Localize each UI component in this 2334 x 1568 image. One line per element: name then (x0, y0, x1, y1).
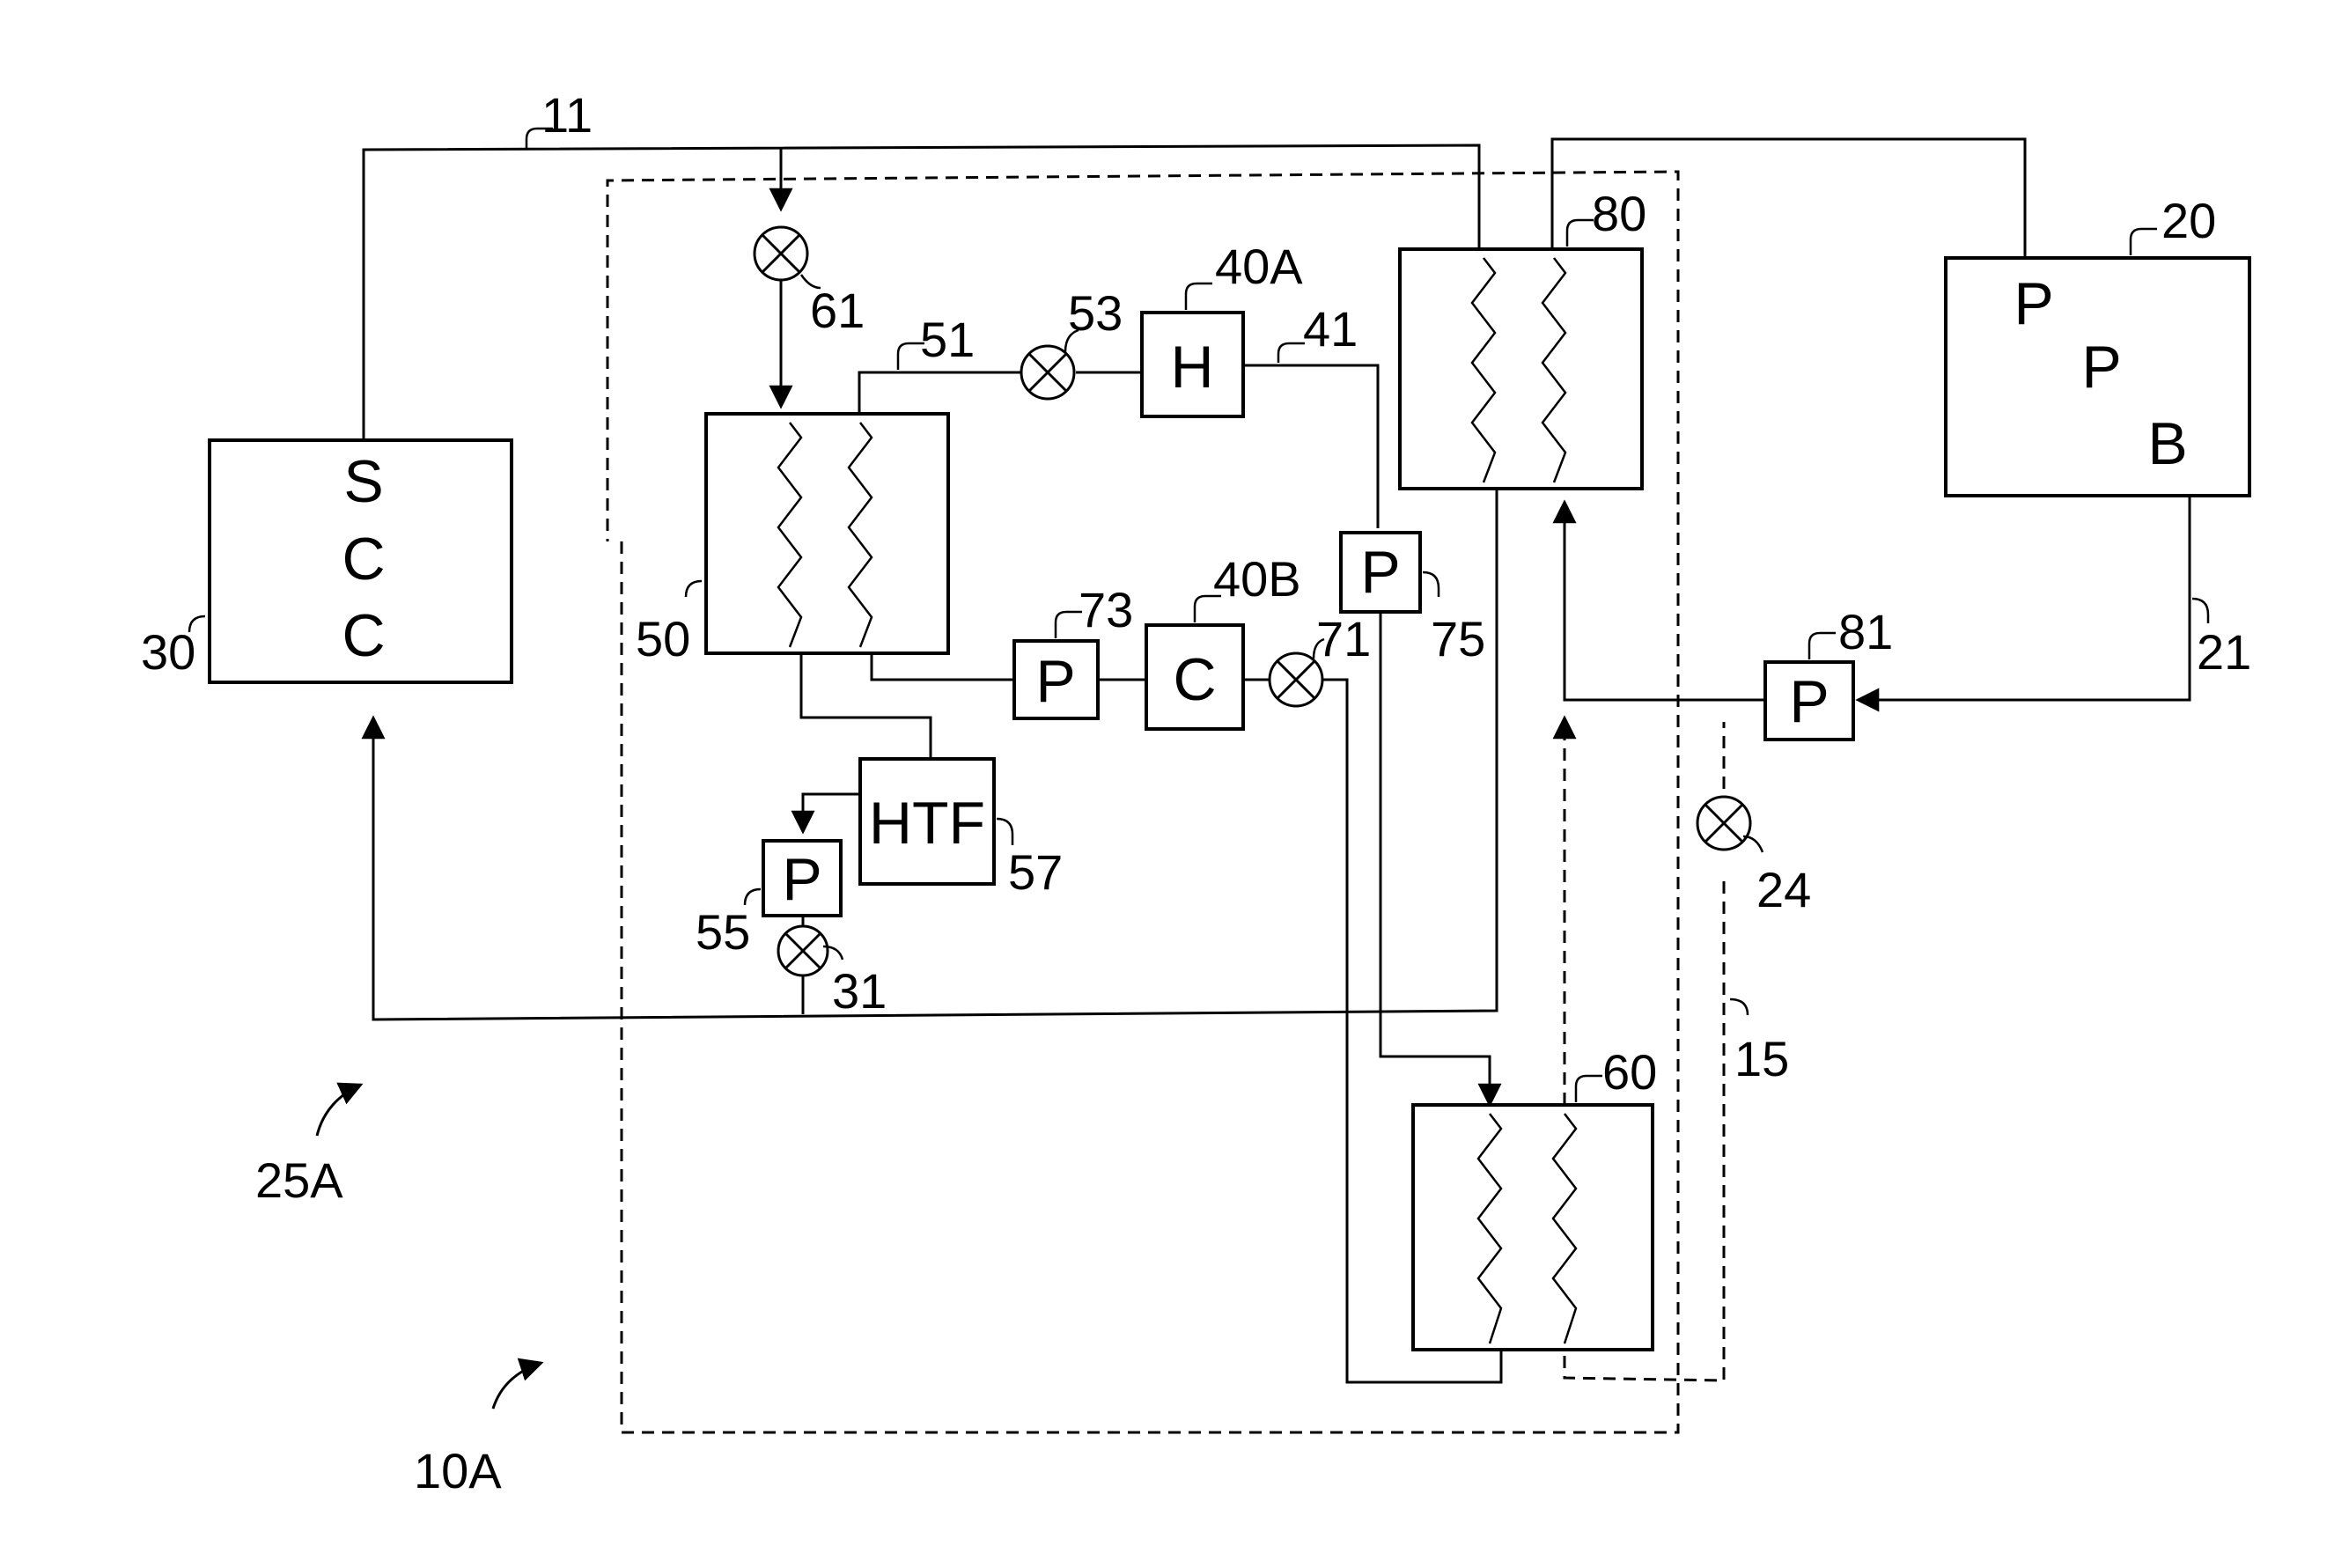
line51-ref-label: 51 (920, 312, 975, 367)
pump-73: P 73 (1014, 582, 1133, 718)
line15-ref-label: 15 (1734, 1031, 1789, 1086)
scc-ref-label: 30 (141, 624, 195, 680)
line41-ref-label: 41 (1303, 301, 1358, 357)
hx80-ref-label: 80 (1592, 186, 1646, 241)
line11-ref-label: 11 (541, 87, 593, 143)
cooler-unit: C 40B (1146, 551, 1301, 729)
htf-letters: HTF (869, 790, 985, 857)
hx60-ref-label: 60 (1602, 1044, 1657, 1100)
pump75-letter: P (1360, 539, 1400, 606)
heater-unit: H 40A (1142, 239, 1303, 416)
scc-letter-1: S (343, 448, 383, 515)
heat-exchanger-80: 80 (1400, 186, 1646, 489)
scc-letter-2: C (342, 526, 385, 593)
valve24-ref-label: 24 (1756, 862, 1811, 917)
pump75-ref-label: 75 (1431, 611, 1485, 666)
heater-ref-label: 40A (1215, 239, 1303, 294)
valve61-ref-label: 61 (810, 283, 865, 338)
valve-24: 24 (1697, 797, 1811, 917)
pump81-ref-label: 81 (1838, 604, 1893, 659)
ppb-letter-1: P (2014, 270, 2053, 337)
cooler-ref-label: 40B (1213, 551, 1301, 607)
valve-53: 53 (1021, 285, 1123, 399)
valve53-ref-label: 53 (1068, 285, 1123, 341)
ppb-unit: P P B 20 (1946, 193, 2249, 496)
pump73-ref-label: 73 (1079, 582, 1133, 637)
pump55-letter: P (782, 846, 821, 913)
valve-31: 31 (778, 926, 887, 1019)
valve-61: 61 (755, 227, 865, 338)
valve-71: 71 (1270, 611, 1371, 706)
line21-ref-label: 21 (2197, 624, 2251, 680)
system-25a-label: 25A (255, 1085, 361, 1208)
ppb-ref-label: 20 (2161, 193, 2216, 248)
cooler-letter: C (1173, 646, 1216, 713)
ppb-letter-3: B (2147, 410, 2187, 477)
hx50-ref-label: 50 (636, 611, 690, 666)
ppb-letter-2: P (2081, 334, 2121, 401)
heat-exchanger-60: 60 (1413, 1044, 1657, 1350)
pump-81: P 81 (1765, 604, 1893, 740)
pump73-letter: P (1035, 648, 1075, 715)
heat-exchanger-50: 50 (636, 414, 948, 666)
valve71-ref-label: 71 (1316, 611, 1371, 666)
system25a-ref-label: 25A (255, 1152, 343, 1208)
heater-letter: H (1170, 334, 1213, 401)
valve31-ref-label: 31 (832, 963, 887, 1019)
piping (364, 139, 2190, 1382)
scc-unit: S C C 30 (141, 440, 512, 682)
htf-ref-label: 57 (1008, 844, 1063, 900)
scc-letter-3: C (342, 602, 385, 669)
system10a-ref-label: 10A (414, 1443, 502, 1498)
pump55-ref-label: 55 (696, 904, 750, 960)
htf-tank: HTF 57 (860, 759, 1063, 900)
system-10a-label: 10A (414, 1363, 541, 1498)
pump81-letter: P (1789, 668, 1829, 735)
